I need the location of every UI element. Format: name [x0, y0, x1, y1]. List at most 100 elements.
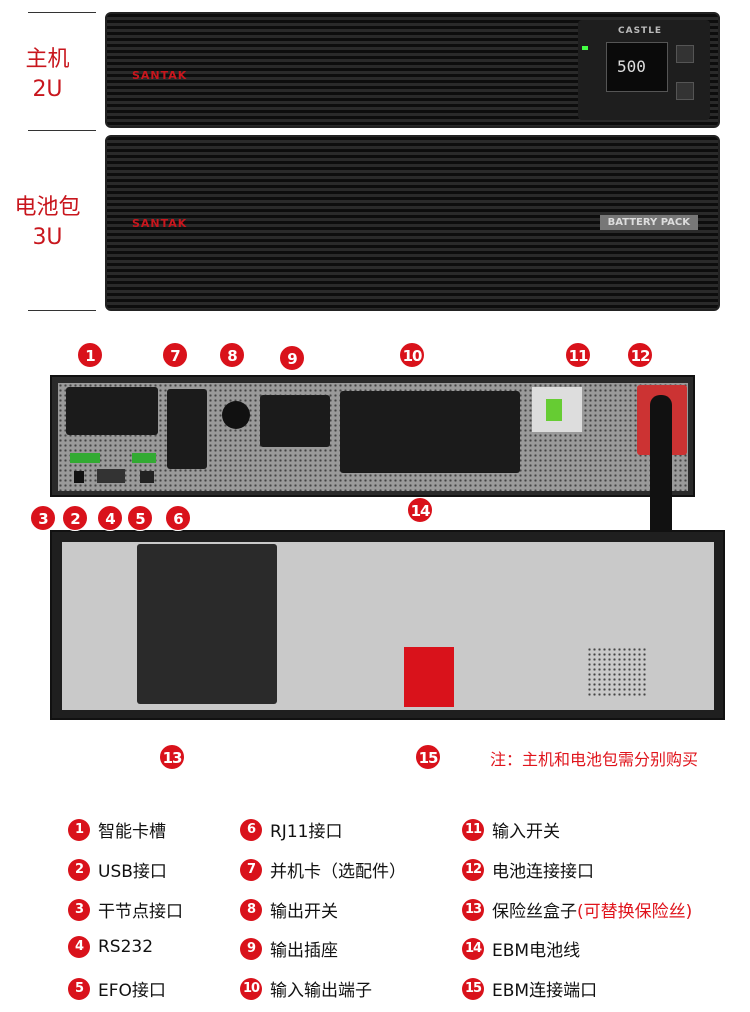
legend-item: 5 EFO接口: [68, 976, 166, 1001]
status-led: [582, 46, 588, 50]
host-label: 主机 2U: [10, 45, 85, 105]
input-switch: [532, 387, 582, 432]
legend-item: 6 RJ11接口: [240, 817, 342, 842]
legend-label: USB接口: [98, 862, 167, 882]
legend-number: 10: [240, 977, 262, 1000]
fuse-box: [137, 544, 277, 704]
legend-number: 4: [68, 936, 90, 958]
rj11-port: [140, 471, 154, 483]
legend-number: 11: [462, 818, 484, 841]
legend-label: RJ11接口: [270, 822, 343, 842]
legend-number: 1: [68, 818, 90, 841]
dry-contact-port: [70, 453, 100, 463]
legend-number: 13: [462, 898, 484, 921]
legend-item: 11 输入开关: [462, 817, 560, 842]
battery-brand-logo: SANTAK: [132, 217, 188, 230]
divider: [28, 130, 96, 131]
callout-3: 3: [30, 505, 56, 531]
callout-1: 1: [77, 342, 103, 368]
legend-extra: (可替换保险丝): [577, 902, 693, 922]
legend-number: 7: [240, 858, 262, 881]
output-sockets: [260, 395, 330, 447]
callout-2: 2: [62, 505, 88, 531]
divider: [28, 310, 96, 311]
legend-label: EBM电池线: [492, 941, 581, 961]
lcd-display: 500: [606, 42, 668, 92]
parallel-card: [167, 389, 207, 469]
legend-label: 干节点接口: [98, 902, 183, 922]
battery-pack-label: BATTERY PACK: [599, 215, 698, 230]
ups-host-rear: [50, 375, 695, 497]
efo-port: [132, 453, 156, 463]
callout-5: 5: [127, 505, 153, 531]
callout-10: 10: [399, 342, 425, 368]
legend-label: 输入输出端子: [270, 981, 372, 1001]
legend-number: 3: [68, 898, 90, 921]
callout-6: 6: [165, 505, 191, 531]
battery-pack-rear: [50, 530, 725, 720]
legend-label: 输出插座: [270, 941, 338, 961]
rs232-port: [97, 469, 125, 483]
legend-item: 4 RS232: [68, 936, 153, 958]
legend-number: 8: [240, 898, 262, 921]
callout-8: 8: [219, 342, 245, 368]
ebm-port: [404, 647, 454, 707]
legend-item: 12 电池连接接口: [462, 857, 594, 882]
legend-number: 15: [462, 977, 484, 1000]
legend-number: 14: [462, 937, 484, 960]
legend-label: 输入开关: [492, 822, 560, 842]
battery-label: 电池包 3U: [10, 193, 85, 253]
legend-item: 13 保险丝盒子(可替换保险丝): [462, 897, 692, 922]
lcd-value: 500: [617, 57, 646, 76]
legend-item: 14 EBM电池线: [462, 936, 580, 961]
callout-9: 9: [279, 345, 305, 371]
legend-label: EFO接口: [98, 981, 166, 1001]
model-name: CASTLE: [618, 26, 663, 36]
legend-label: 智能卡槽: [98, 822, 166, 842]
purchase-note: 注：主机和电池包需分别购买: [490, 750, 699, 769]
legend-item: 2 USB接口: [68, 857, 167, 882]
ebm-cable: [650, 395, 672, 545]
legend-item: 10 输入输出端子: [240, 976, 372, 1001]
legend-label: RS232: [98, 937, 154, 957]
legend-number: 9: [240, 937, 262, 960]
host-size: 2U: [32, 77, 63, 102]
host-label-text: 主机: [25, 47, 70, 72]
io-terminal-block: [340, 391, 520, 473]
legend-item: 1 智能卡槽: [68, 817, 166, 842]
legend-number: 5: [68, 977, 90, 1000]
legend-item: 15 EBM连接端口: [462, 976, 597, 1001]
legend-label: 保险丝盒子: [492, 902, 577, 922]
output-breaker: [222, 401, 250, 429]
battery-size: 3U: [32, 225, 63, 250]
usb-port: [74, 471, 84, 483]
battery-label-text: 电池包: [14, 195, 81, 220]
callout-15: 15: [415, 744, 441, 770]
vent: [587, 647, 647, 697]
legend-label: 输出开关: [270, 902, 338, 922]
legend-label: EBM连接端口: [492, 981, 598, 1001]
button-down[interactable]: [676, 82, 694, 100]
legend-number: 12: [462, 858, 484, 881]
legend-number: 2: [68, 858, 90, 881]
smart-card-slot: [66, 387, 158, 435]
legend-item: 7 并机卡（选配件）: [240, 857, 406, 882]
callout-13: 13: [159, 744, 185, 770]
callout-12: 12: [627, 342, 653, 368]
callout-4: 4: [97, 505, 123, 531]
legend-label: 并机卡（选配件）: [270, 862, 406, 882]
button-up[interactable]: [676, 45, 694, 63]
legend-number: 6: [240, 818, 262, 841]
brand-logo: SANTAK: [132, 69, 188, 82]
legend-item: 8 输出开关: [240, 897, 338, 922]
input-switch-toggle: [546, 399, 562, 421]
callout-14: 14: [407, 497, 433, 523]
divider: [28, 12, 96, 13]
ups-host-front: SANTAK CASTLE 500: [105, 12, 720, 128]
callout-11: 11: [565, 342, 591, 368]
legend-label: 电池连接接口: [492, 862, 594, 882]
legend-item: 3 干节点接口: [68, 897, 183, 922]
control-panel: CASTLE 500: [578, 20, 710, 120]
legend-item: 9 输出插座: [240, 936, 338, 961]
battery-pack-front: SANTAK BATTERY PACK: [105, 135, 720, 311]
